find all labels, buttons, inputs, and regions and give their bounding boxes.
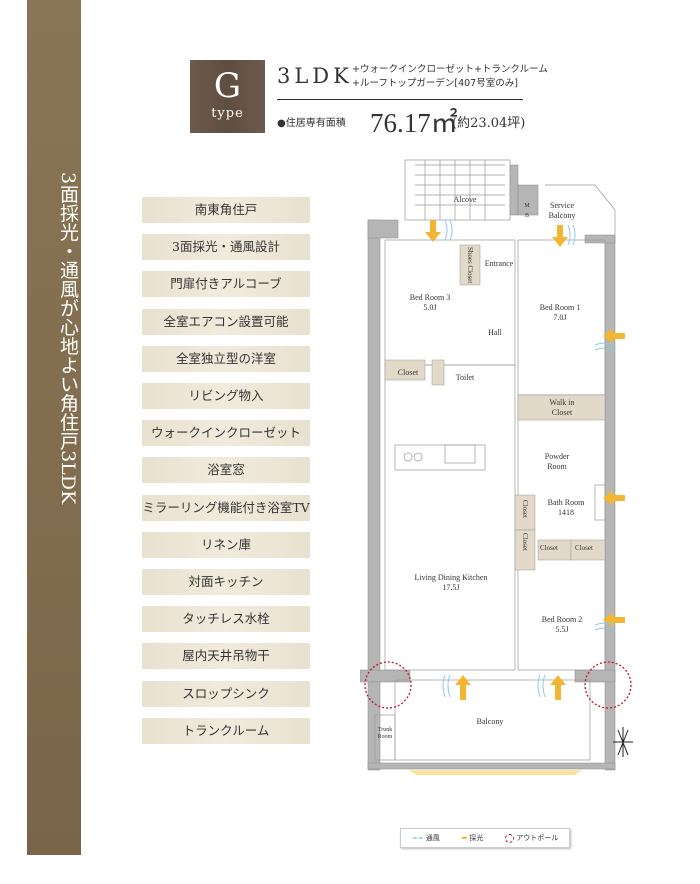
- room-trunk: Trunk Room: [377, 727, 393, 740]
- extra-line: +ウォークインクローゼット+トランクルーム: [352, 64, 548, 75]
- feature-item: リビング物入: [142, 383, 310, 409]
- feature-item: トランクルーム: [142, 717, 310, 744]
- headline: 3面採光・通風が心地よい角住戸3LDK: [57, 172, 79, 505]
- type-badge: G type: [190, 60, 265, 133]
- legend-wind: ≈≈ 通風: [412, 833, 440, 843]
- room-toilet: Toilet: [455, 373, 475, 382]
- room-name: Bed Room 2: [541, 615, 583, 624]
- legend-label: 採光: [469, 834, 484, 842]
- legend-outpole: アウトポール: [504, 833, 559, 843]
- layout-type: 3LDK: [277, 64, 353, 88]
- feature-item: 浴室窓: [142, 457, 310, 484]
- south-view-label: South View: [465, 785, 512, 796]
- feature-item: 全室独立型の洋室: [142, 345, 310, 372]
- divider: [277, 99, 523, 100]
- room-size: 5.5J: [555, 625, 569, 634]
- room-size: 7.0J: [553, 313, 567, 322]
- type-word: type: [211, 106, 244, 121]
- room-balcony: Balcony: [476, 717, 504, 726]
- feature-item: 3面採光・通風設計: [142, 234, 310, 261]
- room-name: Bath Room: [547, 498, 585, 507]
- feature-item: 全室エアコン設置可能: [142, 308, 310, 335]
- feature-item: スロップシンク: [142, 680, 310, 707]
- room-name: Bed Room 3: [409, 293, 451, 302]
- room-alcove: Alcove: [453, 195, 477, 204]
- room-entrance: Entrance: [484, 259, 514, 268]
- wind-icon: ≈≈: [411, 834, 424, 842]
- arrow-icon: ➡: [461, 834, 468, 842]
- feature-item: 屋内天井吊物干: [142, 643, 310, 670]
- room-closet: Closet: [397, 368, 419, 377]
- type-letter: G: [213, 66, 242, 106]
- extra-line: +ルーフトップガーデン[407号室のみ]: [352, 78, 518, 89]
- south-view-arrow: [408, 770, 583, 820]
- room-closet: Closet: [521, 533, 529, 551]
- feature-item: リネン庫: [142, 531, 310, 558]
- legend-label: 通風: [425, 834, 440, 842]
- area-label: ●住居専有面積: [277, 118, 346, 129]
- room-name: Bed Room 1: [539, 303, 581, 312]
- feature-item: 対面キッチン: [142, 569, 310, 595]
- feature-item: ミラーリング機能付き浴室TV: [142, 494, 310, 521]
- room-size: 1418: [557, 508, 574, 517]
- legend: ≈≈ 通風 ➡ 採光 アウトポール: [400, 828, 570, 848]
- room-name: Living Dining Kitchen: [414, 573, 488, 582]
- dashed-circle-icon: [504, 833, 514, 843]
- headline-band: 3面採光・通風が心地よい角住戸3LDK: [27, 0, 81, 855]
- room-closet: Closet: [521, 500, 529, 518]
- feature-item: タッチレス水栓: [142, 606, 310, 633]
- area-value: 76.17㎡: [370, 108, 458, 138]
- room-powder: Powder Room: [544, 452, 570, 471]
- area-tsubo: (約23.04坪): [452, 116, 526, 131]
- room-size: 17.5J: [442, 583, 460, 592]
- room-shoes-closet: Shoes Closet: [466, 247, 474, 284]
- floor-plan-drawing: [359, 159, 633, 820]
- floor-plan: Alcove M B Service Balcony Shoes Closet …: [359, 155, 640, 820]
- feature-item: 南東角住戸: [142, 197, 310, 223]
- legend-label: アウトポール: [516, 834, 559, 842]
- room-walk-in-closet: Walk in Closet: [549, 398, 575, 417]
- legend-light: ➡ 採光: [461, 833, 483, 843]
- room-mb: M B: [524, 203, 530, 219]
- room-closet: Closet: [575, 544, 593, 552]
- feature-item: 門扉付きアルコーブ: [142, 271, 310, 298]
- room-service-balcony: Service Balcony: [548, 201, 576, 220]
- extras: +ウォークインクローゼット+トランクルーム +ルーフトップガーデン[407号室の…: [352, 63, 548, 91]
- room-hall: Hall: [488, 328, 502, 337]
- room-size: 5.0J: [423, 303, 437, 312]
- room-closet: Closet: [540, 544, 558, 552]
- feature-item: ウォークインクローゼット: [142, 420, 310, 447]
